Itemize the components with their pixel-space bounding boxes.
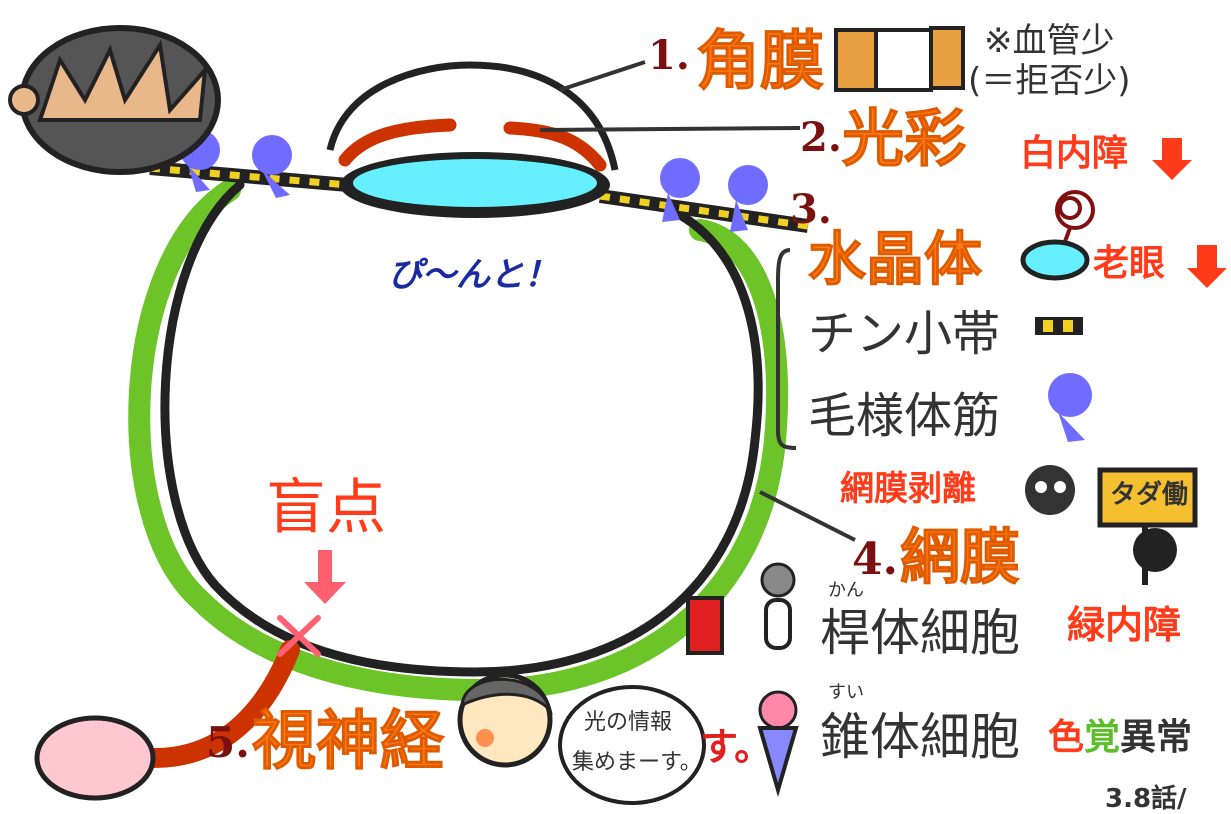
iris-left — [338, 118, 457, 167]
lens-number: 3. — [790, 186, 832, 233]
sign-icon — [1097, 467, 1198, 585]
lens-core — [353, 159, 597, 207]
ciliary-muscles — [180, 130, 768, 232]
man-head-icon — [8, 25, 221, 175]
ciliary-muscle-label: 毛様体筋 — [808, 388, 1001, 444]
cornea-label: 角膜 — [696, 25, 825, 99]
cataract-label: 白内障 — [1020, 133, 1129, 174]
cornea-note-2: (＝拒否少) — [968, 61, 1131, 101]
color-blindness-char-2: 覚 — [1084, 717, 1121, 758]
ciliary-muscle-icon — [1048, 373, 1092, 442]
cone-cells-label: 錐体細胞 — [820, 708, 1020, 766]
nerve-cell-character-icon — [457, 672, 553, 768]
bubble-line-1: 光の情報 — [584, 710, 673, 735]
sign-text: タダ働 — [1110, 480, 1189, 510]
zonule-rope-right-stripe — [599, 192, 809, 230]
bubble-line-2: 集めまーす。 — [572, 750, 702, 775]
rod-card-icon — [686, 596, 724, 655]
door-icon — [834, 26, 965, 92]
lens-label: 水晶体 — [807, 225, 983, 293]
retina-leader — [759, 490, 856, 542]
zonule-icon — [1035, 317, 1083, 335]
blind-spot-x — [277, 615, 321, 657]
iris-leader — [539, 126, 801, 132]
blind-spot-label: 盲点 — [266, 473, 386, 543]
cataract-down-arrow-icon — [1152, 138, 1192, 180]
retina-number: 4. — [852, 534, 898, 585]
small-lens-icon — [1020, 239, 1090, 281]
glaucoma-label: 緑内障 — [1067, 603, 1182, 647]
speech-bubble — [558, 685, 706, 805]
page-corner: 3.8話/ — [1105, 784, 1187, 814]
brain-icon — [34, 715, 156, 801]
retinal-detachment-label: 網膜剥離 — [840, 469, 976, 509]
cornea-leader — [559, 60, 646, 92]
eyeball-outline — [160, 180, 763, 677]
skull-icon — [1025, 465, 1075, 515]
pin-text: ぴ〜んと！ — [388, 255, 558, 295]
presbyopia-down-arrow-icon — [1187, 245, 1227, 288]
optic-nerve-label: 視神経 — [252, 705, 445, 779]
blind-spot-arrow — [304, 550, 346, 604]
cone-furigana: すい — [828, 682, 864, 703]
optic-nerve-number: 5. — [206, 718, 250, 767]
presbyopia-label: 老眼 — [1093, 243, 1166, 284]
iris-label: 光彩 — [841, 102, 967, 175]
cornea-note-1: ※血管少 — [984, 21, 1115, 61]
color-blindness-char-1: 色 — [1048, 717, 1085, 758]
iris-number: 2. — [800, 114, 842, 161]
zonule-rope-left-stripe — [149, 164, 361, 190]
cornea-number: 1. — [648, 32, 690, 79]
color-blindness-label: 色覚異常 — [1048, 720, 1192, 756]
rod-cells-label: 桿体細胞 — [820, 604, 1020, 662]
iris-right — [503, 121, 607, 172]
retina-label: 網膜 — [900, 523, 1021, 593]
effect-su: す。 — [700, 725, 773, 769]
rod-furigana: かん — [828, 580, 864, 601]
color-blindness-char-3: 異常 — [1120, 717, 1193, 758]
bracket — [776, 248, 797, 450]
zonule-label: チン小帯 — [808, 306, 1001, 362]
cornea-dome — [326, 61, 619, 171]
optic-nerve — [140, 640, 300, 769]
cone-cell-icon — [757, 690, 799, 798]
rod-cell-icon — [760, 562, 796, 650]
